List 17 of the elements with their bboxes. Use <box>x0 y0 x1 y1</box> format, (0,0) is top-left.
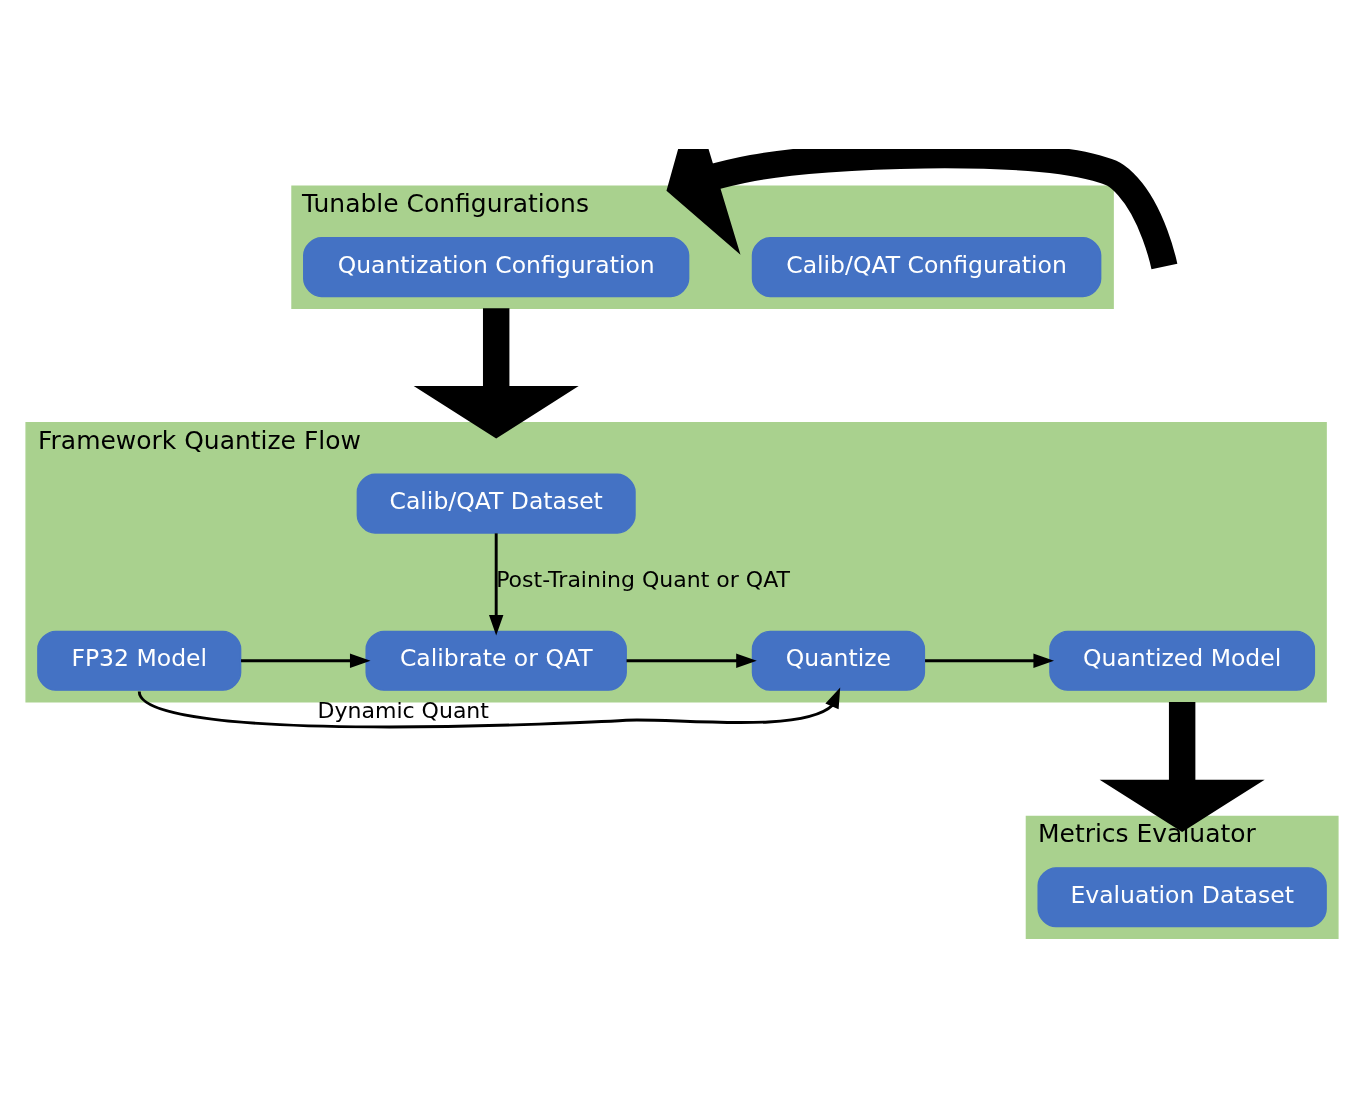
arrow <box>138 687 841 728</box>
node-box: Evaluation Dataset <box>1037 866 1327 927</box>
node-box: Calib/QAT Configuration <box>751 236 1102 297</box>
arrow <box>666 148 1178 270</box>
arrow <box>626 653 757 668</box>
node-box: Quantization Configuration <box>303 236 690 297</box>
arrow <box>488 532 504 636</box>
arrow <box>925 653 1055 668</box>
node-box: Calibrate or QAT <box>365 630 627 691</box>
arrow <box>413 307 579 438</box>
node-box: Quantized Model <box>1049 630 1316 691</box>
edge-label: Post-Training Quant or QAT <box>496 566 790 592</box>
arrow <box>1099 701 1265 832</box>
node-box: FP32 Model <box>37 630 242 691</box>
arrow <box>241 653 371 668</box>
node-box: Calib/QAT Dataset <box>356 472 636 534</box>
node-box: Quantize <box>751 630 926 691</box>
